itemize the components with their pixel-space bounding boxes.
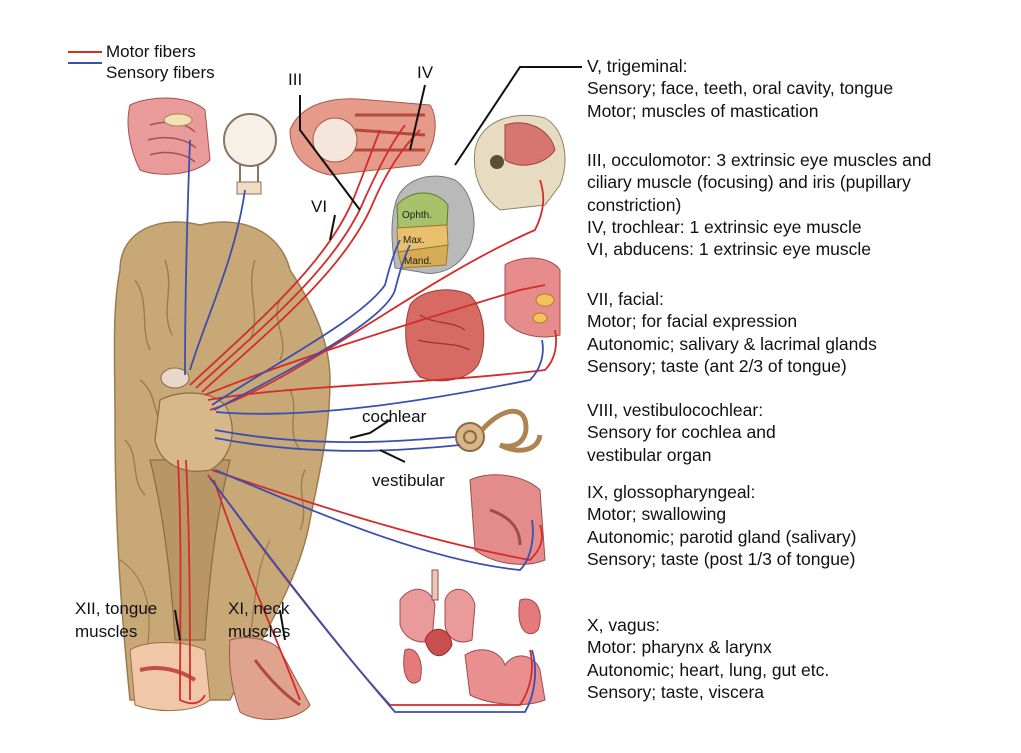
description-line: Autonomic; salivary & lacrimal glands — [587, 333, 877, 354]
neck-muscles-illustration — [229, 637, 311, 720]
label-iii: III — [288, 70, 303, 89]
description-line: Motor; swallowing — [587, 504, 727, 525]
pharynx-illustration — [469, 474, 546, 565]
description-line: Sensory for cochlea and — [587, 422, 776, 443]
skull-illustration — [473, 114, 566, 211]
description-line: V, trigeminal: — [587, 56, 688, 76]
description-line: Autonomic; heart, lung, gut etc. — [587, 659, 830, 680]
label-xi-line2: muscles — [228, 622, 291, 641]
face-muscles-illustration — [405, 289, 485, 382]
inner-ear-illustration — [455, 408, 543, 453]
description-line: IV, trochlear: 1 extrinsic eye muscle — [587, 216, 862, 237]
description-line: vestibular organ — [587, 444, 712, 465]
description-vagus: X, vagus: Motor: pharynx & larynx Autono… — [587, 614, 829, 703]
label-xii-line1: XII, tongue — [75, 599, 158, 618]
description-line: Motor: pharynx & larynx — [587, 637, 772, 658]
description-line: III, occulomotor: 3 extrinsic eye muscle… — [587, 150, 932, 170]
label-iv: IV — [417, 63, 434, 82]
label-cochlear: cochlear — [362, 407, 427, 426]
leader-lines — [174, 66, 582, 641]
description-line: X, vagus: — [587, 615, 660, 635]
label-vi: VI — [311, 197, 328, 216]
mouth-salivary-illustration — [504, 257, 561, 338]
brain-illustration — [113, 221, 331, 701]
thoracic-abdominal-organs-illustration — [399, 569, 546, 705]
description-line: constriction) — [587, 194, 682, 215]
description-trigeminal: V, trigeminal: Sensory; face, teeth, ora… — [587, 55, 893, 122]
description-line: VIII, vestibulocochlear: — [587, 400, 764, 420]
description-eye-nerves: III, occulomotor: 3 extrinsic eye muscle… — [587, 149, 931, 260]
motor-legend-label: Motor fibers — [106, 42, 196, 61]
description-line: ciliary muscle (focusing) and iris (pupi… — [587, 172, 911, 193]
legend — [68, 51, 102, 64]
description-line: Sensory; taste, viscera — [587, 681, 765, 702]
description-line: Motor; muscles of mastication — [587, 100, 819, 121]
tongue-muscles-illustration — [129, 642, 211, 712]
label-xii-line2: muscles — [75, 622, 138, 641]
description-line: Motor; for facial expression — [587, 311, 798, 332]
label-xi-line1: XI, neck — [228, 599, 290, 618]
description-line: VII, facial: — [587, 289, 664, 309]
nasal-cavity-illustration — [127, 97, 211, 175]
description-line: Autonomic; parotid gland (salivary) — [587, 526, 857, 547]
description-line: VI, abducens: 1 extrinsic eye muscle — [587, 239, 872, 260]
eye-illustration — [223, 113, 277, 195]
maxillary-label: Max. — [403, 235, 425, 246]
sensory-fiber-paths — [184, 139, 544, 713]
description-line: Sensory; taste (post 1/3 of tongue) — [587, 548, 856, 569]
description-glossopharyngeal: IX, glossopharyngeal: Motor; swallowing … — [587, 481, 856, 570]
description-line: Sensory; face, teeth, oral cavity, tongu… — [587, 78, 894, 99]
mandibular-label: Mand. — [404, 256, 432, 267]
sensory-legend-label: Sensory fibers — [106, 63, 215, 82]
description-facial: VII, facial: Motor; for facial expressio… — [587, 288, 877, 377]
ophthalmic-label: Ophth. — [402, 210, 432, 221]
label-vestibular: vestibular — [372, 471, 445, 490]
description-line: Sensory; taste (ant 2/3 of tongue) — [587, 355, 847, 376]
description-line: IX, glossopharyngeal: — [587, 482, 756, 502]
description-vestibulocochlear: VIII, vestibulocochlear: Sensory for coc… — [587, 399, 776, 466]
